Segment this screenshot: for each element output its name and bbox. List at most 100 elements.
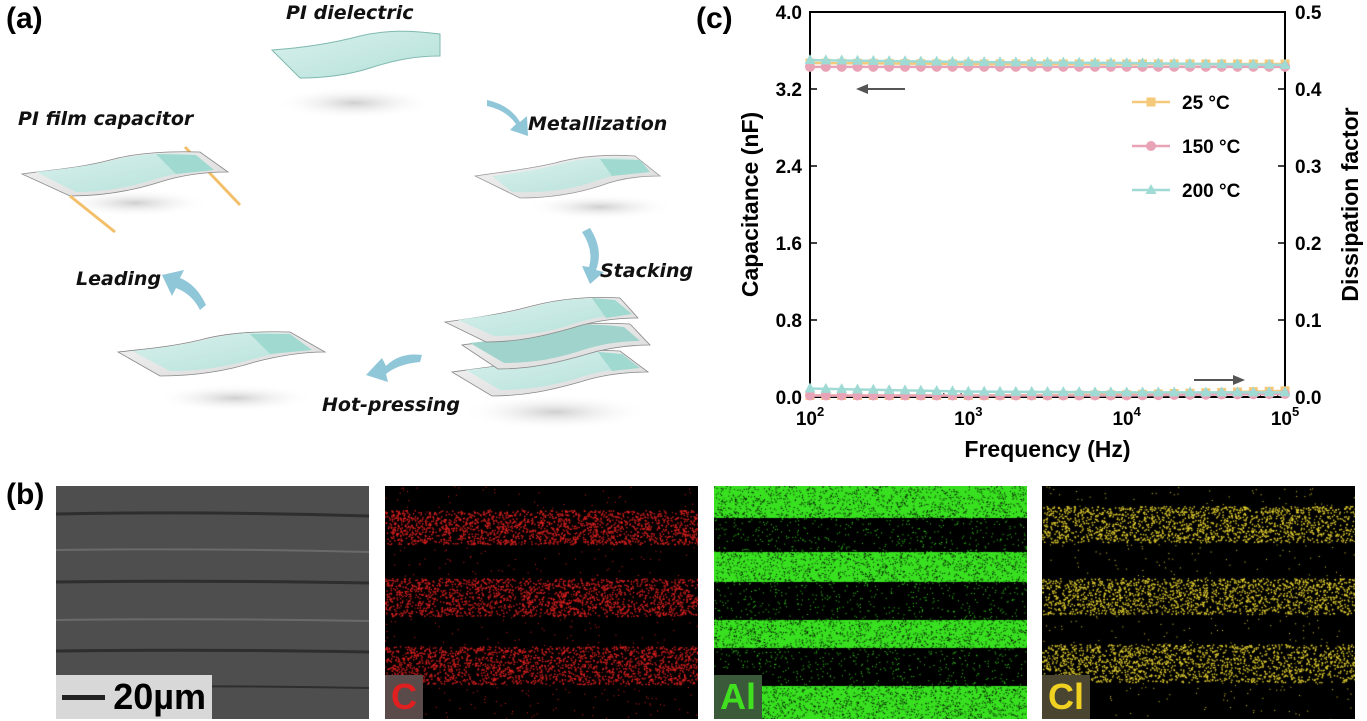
data-point xyxy=(805,61,815,72)
legend-label: 200 °C xyxy=(1182,181,1241,202)
data-point xyxy=(978,56,990,67)
x-tick-label: 102 xyxy=(796,404,824,430)
data-point xyxy=(836,383,848,394)
data-point xyxy=(1105,56,1117,67)
y-right-tick-label: 0.5 xyxy=(1295,3,1322,24)
y-right-tick-label: 0.3 xyxy=(1295,157,1321,178)
data-point xyxy=(1200,57,1212,68)
step-metallization: Metallization xyxy=(528,113,668,135)
y-left-tick-label: 3.2 xyxy=(776,80,802,101)
data-point xyxy=(1279,386,1291,397)
data-point xyxy=(962,56,974,67)
y-right-tick-label: 0.1 xyxy=(1295,311,1322,332)
data-point xyxy=(931,55,943,66)
y-left-tick-label: 0.8 xyxy=(776,311,802,332)
arrow-hot-pressing xyxy=(366,354,422,382)
y-left-tick-label: 0.0 xyxy=(776,388,802,409)
data-point xyxy=(1089,56,1101,67)
data-point xyxy=(820,382,832,393)
x-tick-label: 105 xyxy=(1271,404,1299,430)
scale-bar xyxy=(62,694,106,700)
y-left-axis-label: Capacitance (nF) xyxy=(737,112,763,297)
data-point xyxy=(820,390,831,401)
data-point xyxy=(1089,386,1101,397)
eds-map-c: C xyxy=(385,486,698,719)
data-point xyxy=(978,385,990,396)
arrow-stacking xyxy=(582,228,604,284)
data-point xyxy=(1026,56,1038,67)
data-point xyxy=(899,384,911,395)
data-point xyxy=(1232,386,1243,397)
legend-label: 150 °C xyxy=(1182,137,1241,158)
step-dielectric: PI dielectric xyxy=(286,2,414,24)
data-point xyxy=(931,384,943,395)
data-point xyxy=(947,385,958,396)
arrow-metallization xyxy=(487,100,528,136)
data-point xyxy=(852,54,863,65)
sem-image: 20µm xyxy=(56,486,369,719)
data-point xyxy=(883,384,895,395)
data-point xyxy=(915,55,927,66)
dielectric-shadow xyxy=(275,87,435,119)
legend-marker xyxy=(1145,184,1157,194)
x-tick-label: 104 xyxy=(1112,404,1141,430)
legend-marker xyxy=(1146,97,1156,107)
step-hot-pressing: Hot-pressing xyxy=(322,394,461,416)
data-point xyxy=(899,55,911,66)
arrow-leading xyxy=(162,270,206,310)
data-point xyxy=(1232,58,1243,69)
y-right-axis-label: Dissipation factor xyxy=(1337,107,1363,301)
data-point xyxy=(804,54,816,65)
eds-label-cl: Cl xyxy=(1042,675,1090,719)
data-point xyxy=(867,54,879,65)
scale-bar-label: 20µm xyxy=(56,675,212,719)
y-right-tick-label: 0.0 xyxy=(1295,388,1321,409)
eds-label-al: Al xyxy=(714,675,762,719)
data-point xyxy=(1121,386,1133,397)
eds-map-al: Al xyxy=(714,486,1027,719)
data-point xyxy=(805,390,815,401)
eds-label-c: C xyxy=(385,675,423,719)
data-point xyxy=(1216,386,1228,397)
data-point xyxy=(1247,58,1259,69)
step-stacking: Stacking xyxy=(600,260,694,282)
data-point xyxy=(820,61,831,72)
data-point xyxy=(1042,385,1053,396)
data-point xyxy=(867,383,879,394)
data-point xyxy=(820,54,832,65)
legend-marker xyxy=(1146,141,1156,151)
step-leading: Leading xyxy=(76,268,162,290)
stacked-films xyxy=(443,296,651,397)
y-left-tick-label: 1.6 xyxy=(776,234,802,255)
data-point xyxy=(1026,385,1038,396)
data-point xyxy=(1168,57,1180,68)
data-point xyxy=(1042,56,1053,67)
panel-a-label: (a) xyxy=(6,2,43,35)
data-point xyxy=(852,383,863,394)
data-point xyxy=(947,55,958,66)
data-point xyxy=(1279,58,1291,69)
y-right-tick-label: 0.4 xyxy=(1295,80,1322,101)
data-point xyxy=(804,382,816,393)
data-point xyxy=(994,56,1006,67)
data-point xyxy=(1121,57,1133,68)
data-point xyxy=(1105,386,1117,397)
data-point xyxy=(1073,56,1085,67)
data-point xyxy=(1010,385,1022,396)
scale-bar-text: 20µm xyxy=(113,676,206,717)
data-point xyxy=(994,385,1006,396)
panel-c-label: (c) xyxy=(696,2,733,35)
legend-label: 25 °C xyxy=(1182,93,1230,114)
data-point xyxy=(1073,386,1085,397)
data-point xyxy=(915,384,927,395)
dielectric-film xyxy=(270,30,441,79)
right-axis-arrow-head xyxy=(1233,375,1245,385)
y-left-tick-label: 2.4 xyxy=(776,157,803,178)
lead-wire-bottom xyxy=(69,194,116,234)
data-point xyxy=(962,385,974,396)
data-point xyxy=(1263,386,1275,397)
data-point xyxy=(883,55,895,66)
data-point xyxy=(1263,58,1275,69)
process-schematic xyxy=(20,30,675,430)
